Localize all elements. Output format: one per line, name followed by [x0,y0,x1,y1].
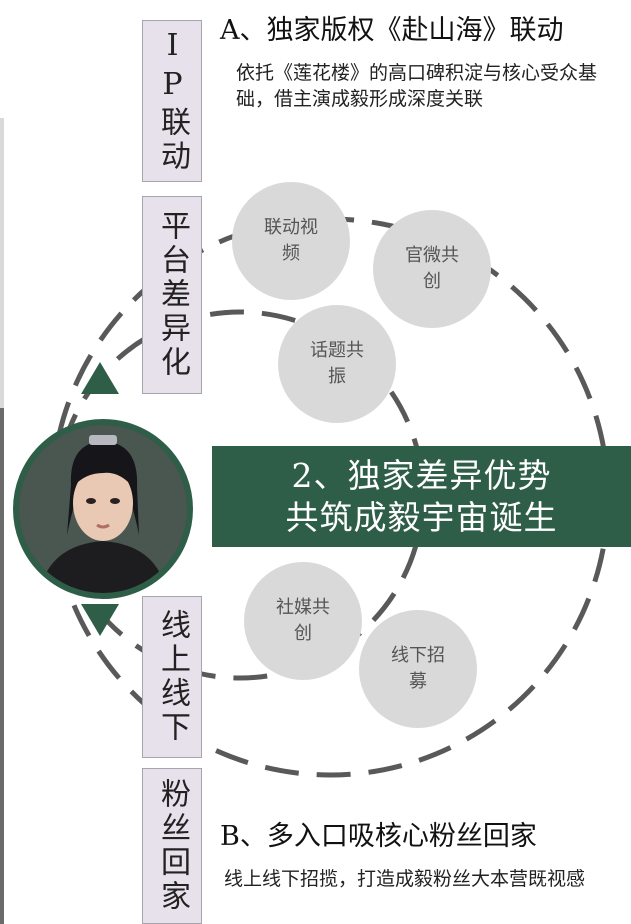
bubble-official-weibo-cocreate: 官微共创 [373,210,491,328]
label-fans-home: 粉丝回家 [142,768,202,924]
left-edge-bar-top [0,118,4,408]
portrait-illustration [19,425,187,593]
section-a-description: 依托《莲花楼》的高口碑积淀与核心受众基础，借主演成毅形成深度关联 [236,62,598,110]
center-banner: 2、独家差异优势 共筑成毅宇宙诞生 [212,446,631,547]
triangle-up-icon [81,362,119,394]
label-online-offline: 线上线下 [142,596,202,758]
bubble-social-media-cocreate: 社媒共创 [244,562,362,680]
label-platform-differentiation: 平台差异化 [142,196,202,394]
section-b-heading: B、多入口吸核心粉丝回家 [220,821,537,852]
bubble-linkage-video: 联动视频 [232,182,350,300]
triangle-down-icon [81,604,119,636]
label-ip-linkage: IP联动 [142,20,202,182]
bubble-offline-recruit: 线下招募 [359,610,477,728]
left-edge-bar-bottom [0,408,4,924]
section-b-description: 线上线下招揽，打造成毅粉丝大本营既视感 [224,868,586,890]
banner-line-2: 共筑成毅宇宙诞生 [285,497,558,537]
section-a-heading: A、独家版权《赴山海》联动 [220,15,564,46]
actor-portrait-photo [13,419,193,599]
banner-line-1: 2、独家差异优势 [291,455,552,495]
bubble-topic-resonance: 话题共振 [278,305,396,423]
